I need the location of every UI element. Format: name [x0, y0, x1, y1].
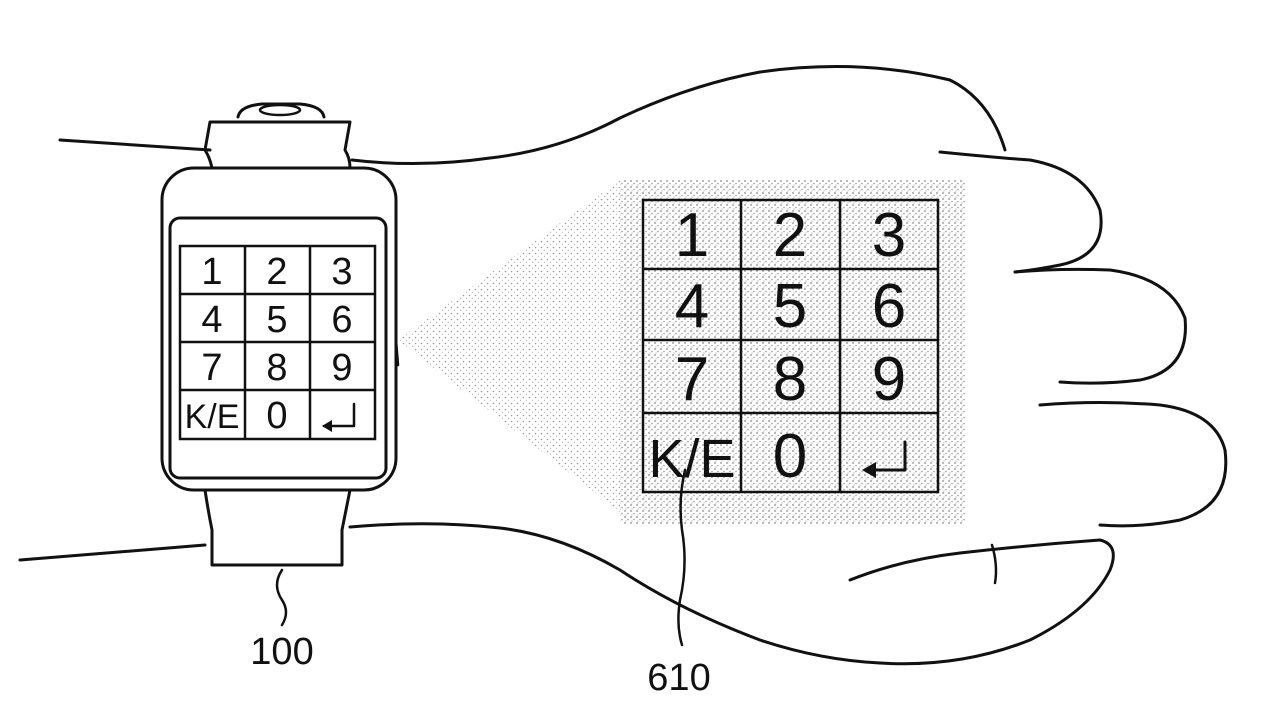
projected-key-9[interactable]: 9 — [872, 345, 906, 414]
watch-bottom-strap — [203, 488, 352, 567]
watch-enter-icon[interactable] — [322, 402, 356, 432]
thumb-crease — [990, 543, 998, 585]
watch-keypad: 1 2 3 4 5 6 7 8 9 K/E 0 — [178, 244, 377, 441]
watch-screen — [168, 216, 388, 480]
watch-key-0[interactable]: 0 — [266, 395, 287, 437]
projected-key-7[interactable]: 7 — [675, 345, 709, 414]
watch-reference-label: 100 — [250, 631, 313, 673]
watch-key-5[interactable]: 5 — [266, 299, 287, 341]
arm-upper-edge — [58, 138, 212, 152]
finger-3 — [1038, 401, 1228, 528]
projected-key-6[interactable]: 6 — [872, 272, 906, 341]
watch-key-6[interactable]: 6 — [331, 299, 352, 341]
projected-enter-icon[interactable] — [862, 440, 907, 478]
watch-key-9[interactable]: 9 — [331, 347, 352, 389]
projection-leader-line — [677, 468, 687, 647]
hand-back-edge — [350, 65, 1007, 166]
projected-key-8[interactable]: 8 — [773, 345, 807, 414]
watch-key-1[interactable]: 1 — [201, 251, 222, 293]
projection-beam — [398, 180, 620, 512]
watch-leader-line — [275, 568, 288, 627]
watch-key-7[interactable]: 7 — [201, 347, 222, 389]
projection-area — [620, 180, 965, 525]
finger-2 — [1013, 267, 1187, 385]
watch-key-4[interactable]: 4 — [201, 299, 222, 341]
arm-lower-edge — [18, 543, 207, 562]
projected-key-0[interactable]: 0 — [773, 422, 807, 491]
projected-keypad-reference-label: 610 — [647, 657, 710, 699]
projected-key-ke[interactable]: K/E — [648, 429, 735, 489]
hand-outline — [18, 65, 1228, 666]
watch-top-strap — [203, 120, 352, 170]
finger-4 — [848, 538, 1115, 666]
watch-key-ke[interactable]: K/E — [185, 398, 240, 436]
projected-key-5[interactable]: 5 — [773, 272, 807, 341]
projected-keypad: 1 2 3 4 5 6 7 8 9 K/E 0 — [620, 180, 965, 525]
watch-crown-button — [258, 103, 302, 117]
projected-key-3[interactable]: 3 — [872, 201, 906, 270]
watch-key-2[interactable]: 2 — [266, 251, 287, 293]
projection-beam-edge — [394, 338, 400, 367]
projected-key-1[interactable]: 1 — [675, 201, 709, 270]
smartwatch — [160, 102, 398, 627]
projected-key-2[interactable]: 2 — [773, 201, 807, 270]
hand-bottom-edge — [348, 522, 882, 665]
projected-key-4[interactable]: 4 — [675, 272, 709, 341]
finger-1 — [938, 150, 1103, 274]
watch-key-8[interactable]: 8 — [266, 347, 287, 389]
watch-key-3[interactable]: 3 — [331, 251, 352, 293]
